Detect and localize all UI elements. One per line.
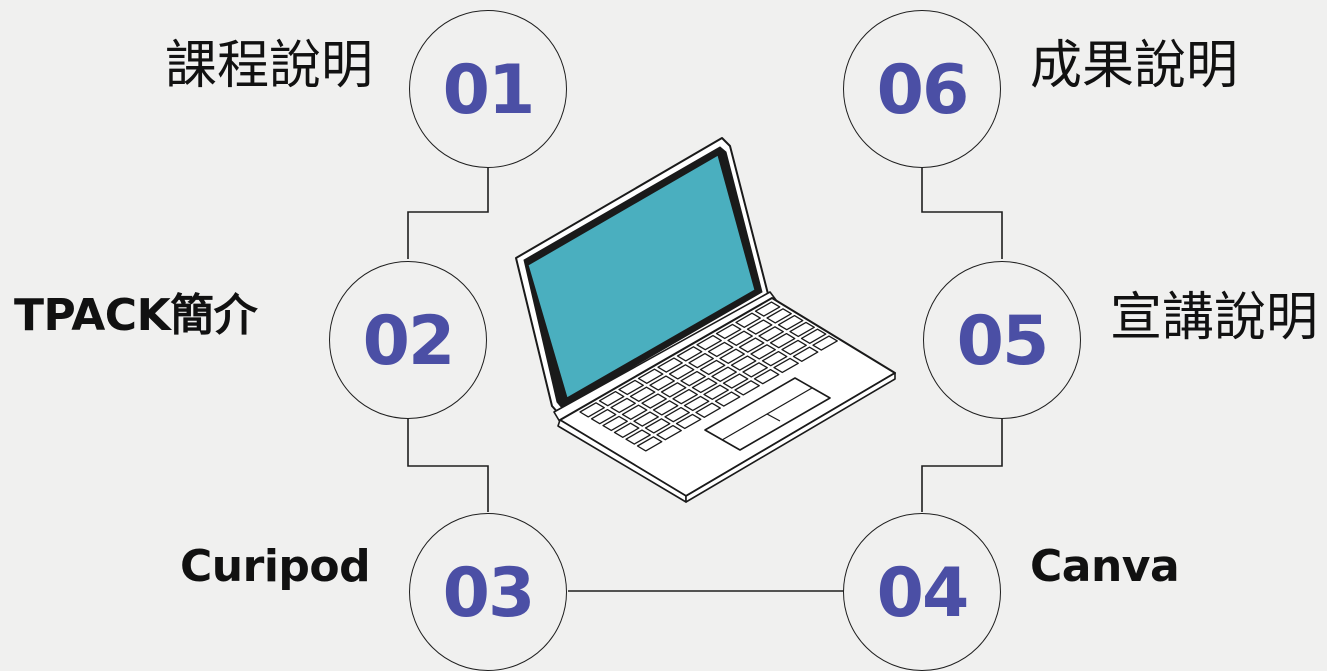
laptop-key: [652, 400, 679, 416]
laptop-key: [683, 395, 710, 412]
laptop-key: [727, 330, 753, 346]
step-label-04: Canva: [1030, 541, 1180, 592]
laptop-key: [649, 375, 675, 391]
laptop-key: [722, 373, 749, 389]
laptop-key: [613, 422, 640, 438]
laptop-key: [753, 368, 780, 385]
laptop-key: [773, 357, 799, 374]
step-number-05: 05: [956, 302, 1050, 381]
connector-01-02: [407, 168, 489, 259]
laptop-key: [738, 337, 765, 353]
laptop-key: [636, 436, 663, 452]
connector-04-05: [921, 419, 1003, 512]
laptop-key: [641, 393, 667, 409]
laptop-key: [789, 321, 815, 338]
step-number-04: 04: [876, 554, 970, 633]
laptop-keyboard: [579, 301, 838, 452]
laptop-icon: [515, 137, 896, 503]
laptop-key: [644, 418, 671, 434]
laptop-key: [769, 332, 796, 349]
laptop-key: [800, 328, 827, 344]
step-label-03: Curipod: [180, 541, 371, 592]
laptop-key: [695, 402, 721, 418]
connector-05-06: [921, 168, 1003, 259]
step-label-02: TPACK簡介: [14, 294, 258, 338]
laptop-key: [637, 368, 664, 384]
step-circle-04: 04: [843, 513, 1001, 671]
laptop-key: [746, 319, 773, 335]
laptop-key: [719, 348, 745, 364]
laptop-key: [715, 323, 742, 340]
laptop-key: [602, 415, 628, 432]
step-label-02-text: TPACK簡介: [14, 290, 258, 341]
step-number-01: 01: [442, 51, 536, 130]
laptop-key: [610, 397, 636, 414]
laptop-key: [621, 404, 648, 420]
laptop-key: [703, 384, 729, 400]
laptop-key: [781, 339, 807, 356]
laptop-key: [598, 390, 625, 407]
laptop-key: [696, 334, 722, 351]
step-label-06: 成果說明: [1030, 36, 1239, 96]
laptop-key: [754, 301, 781, 317]
step-number-03: 03: [442, 554, 536, 633]
step-label-01: 課程說明: [165, 36, 374, 96]
laptop-key: [707, 341, 734, 358]
laptop-key: [675, 413, 702, 430]
step-label-05: 宣講說明: [1110, 288, 1319, 348]
step-circle-03: 03: [409, 513, 567, 671]
laptop-key: [590, 408, 617, 425]
laptop-key: [699, 359, 726, 376]
laptop-key: [633, 411, 659, 427]
step-number-06: 06: [876, 51, 970, 130]
laptop-key: [742, 362, 768, 378]
step-circle-02: 02: [329, 261, 487, 419]
step-number-02: 02: [362, 302, 456, 381]
laptop-key: [792, 346, 819, 362]
laptop-key: [734, 380, 760, 396]
laptop-key: [691, 377, 718, 394]
step-circle-05: 05: [923, 261, 1081, 419]
laptop-key: [735, 312, 761, 328]
laptop-key: [625, 429, 651, 445]
laptop-key: [730, 355, 757, 371]
laptop-key: [672, 388, 698, 405]
step-circle-01: 01: [409, 10, 567, 168]
laptop-key: [660, 382, 687, 398]
laptop-key: [714, 391, 741, 407]
laptop-screen: [527, 154, 756, 399]
laptop-key: [618, 379, 644, 396]
laptop-key: [758, 326, 784, 342]
laptop-key: [676, 346, 703, 362]
laptop-key: [761, 350, 788, 367]
step-circle-06: 06: [843, 10, 1001, 168]
laptop-key: [657, 357, 683, 373]
laptop-key: [579, 402, 605, 418]
laptop-key: [668, 364, 695, 380]
laptop-key: [750, 344, 776, 360]
connector-02-03: [407, 419, 489, 512]
laptop-key: [688, 352, 714, 369]
laptop-key: [680, 370, 706, 387]
laptop-key: [777, 314, 804, 331]
laptop-key: [766, 308, 792, 324]
laptop-key: [629, 386, 656, 402]
laptop-key: [664, 406, 690, 423]
laptop-key: [656, 424, 682, 441]
laptop-key: [812, 335, 838, 351]
laptop-key: [711, 366, 737, 382]
